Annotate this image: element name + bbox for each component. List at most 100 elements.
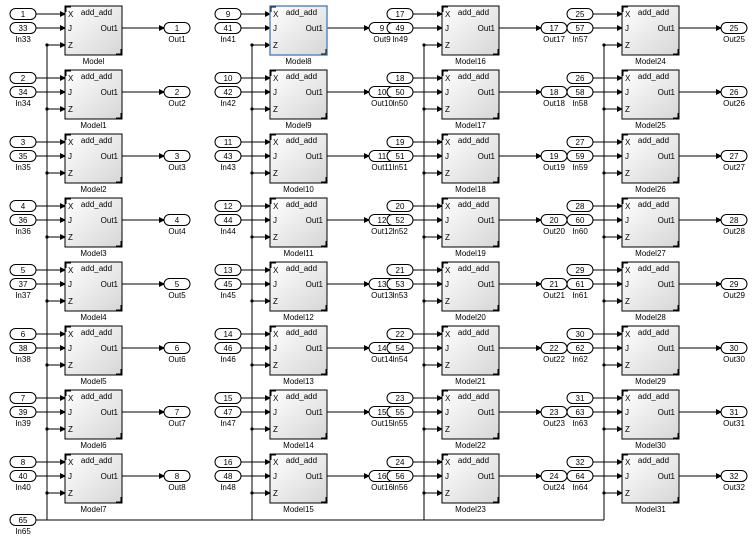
inport-55[interactable]: 55 bbox=[386, 406, 414, 418]
inport-48[interactable]: 48 bbox=[214, 470, 242, 482]
inport-65[interactable]: 65 bbox=[9, 514, 37, 526]
inport-34[interactable]: 34 bbox=[9, 86, 37, 98]
inport-29[interactable]: 29 bbox=[566, 264, 594, 276]
outport-20[interactable]: 20 bbox=[540, 214, 568, 226]
inport-15[interactable]: 15 bbox=[214, 392, 242, 404]
outport-24[interactable]: 24 bbox=[540, 470, 568, 482]
outport-6[interactable]: 6 bbox=[163, 342, 191, 354]
inport-17[interactable]: 17 bbox=[386, 8, 414, 20]
outport-8[interactable]: 8 bbox=[163, 470, 191, 482]
outport-26[interactable]: 26 bbox=[720, 86, 748, 98]
inport-46[interactable]: 46 bbox=[214, 342, 242, 354]
outport-30[interactable]: 30 bbox=[720, 342, 748, 354]
inport-21[interactable]: 21 bbox=[386, 264, 414, 276]
outport-19[interactable]: 19 bbox=[540, 150, 568, 162]
inport-30[interactable]: 30 bbox=[566, 328, 594, 340]
inport-51[interactable]: 51 bbox=[386, 150, 414, 162]
inport-5[interactable]: 5 bbox=[9, 264, 37, 276]
inport-36[interactable]: 36 bbox=[9, 214, 37, 226]
outport-22[interactable]: 22 bbox=[540, 342, 568, 354]
inport-31[interactable]: 31 bbox=[566, 392, 594, 404]
outport-25[interactable]: 25 bbox=[720, 22, 748, 34]
inport-63[interactable]: 63 bbox=[566, 406, 594, 418]
inport-26[interactable]: 26 bbox=[566, 72, 594, 84]
outport-5[interactable]: 5 bbox=[163, 278, 191, 290]
outport-7[interactable]: 7 bbox=[163, 406, 191, 418]
inport-7[interactable]: 7 bbox=[9, 392, 37, 404]
inport-11[interactable]: 11 bbox=[214, 136, 242, 148]
inport-40[interactable]: 40 bbox=[9, 470, 37, 482]
outport-3[interactable]: 3 bbox=[163, 150, 191, 162]
inport-50[interactable]: 50 bbox=[386, 86, 414, 98]
inport-8[interactable]: 8 bbox=[9, 456, 37, 468]
inport-54[interactable]: 54 bbox=[386, 342, 414, 354]
inport-39[interactable]: 39 bbox=[9, 406, 37, 418]
inport-12[interactable]: 12 bbox=[214, 200, 242, 212]
inport-47[interactable]: 47 bbox=[214, 406, 242, 418]
inport-3[interactable]: 3 bbox=[9, 136, 37, 148]
inport-24[interactable]: 24 bbox=[386, 456, 414, 468]
inport-23[interactable]: 23 bbox=[386, 392, 414, 404]
outport-21[interactable]: 21 bbox=[540, 278, 568, 290]
inport-32[interactable]: 32 bbox=[566, 456, 594, 468]
outport-2[interactable]: 2 bbox=[163, 86, 191, 98]
inport-10[interactable]: 10 bbox=[214, 72, 242, 84]
inport-35[interactable]: 35 bbox=[9, 150, 37, 162]
inport-38[interactable]: 38 bbox=[9, 342, 37, 354]
inport-58[interactable]: 58 bbox=[566, 86, 594, 98]
inport-16[interactable]: 16 bbox=[214, 456, 242, 468]
inport-9[interactable]: 9 bbox=[214, 8, 242, 20]
outport-4[interactable]: 4 bbox=[163, 214, 191, 226]
inport-25[interactable]: 25 bbox=[566, 8, 594, 20]
inport-42[interactable]: 42 bbox=[214, 86, 242, 98]
inport-61[interactable]: 61 bbox=[566, 278, 594, 290]
inport-64[interactable]: 64 bbox=[566, 470, 594, 482]
inport-13[interactable]: 13 bbox=[214, 264, 242, 276]
outport-29[interactable]: 29 bbox=[720, 278, 748, 290]
inport-28[interactable]: 28 bbox=[566, 200, 594, 212]
inport-2[interactable]: 2 bbox=[9, 72, 37, 84]
inport-6[interactable]: 6 bbox=[9, 328, 37, 340]
inport-57[interactable]: 57 bbox=[566, 22, 594, 34]
outport-32[interactable]: 32 bbox=[720, 470, 748, 482]
outport-28[interactable]: 28 bbox=[720, 214, 748, 226]
inport-37[interactable]: 37 bbox=[9, 278, 37, 290]
outport-31[interactable]: 31 bbox=[720, 406, 748, 418]
inport-20[interactable]: 20 bbox=[386, 200, 414, 212]
outport-17[interactable]: 17 bbox=[540, 22, 568, 34]
inport-45[interactable]: 45 bbox=[214, 278, 242, 290]
inport-41[interactable]: 41 bbox=[214, 22, 242, 34]
inport-53[interactable]: 53 bbox=[386, 278, 414, 290]
inport-18[interactable]: 18 bbox=[386, 72, 414, 84]
inport-1[interactable]: 1 bbox=[9, 8, 37, 20]
